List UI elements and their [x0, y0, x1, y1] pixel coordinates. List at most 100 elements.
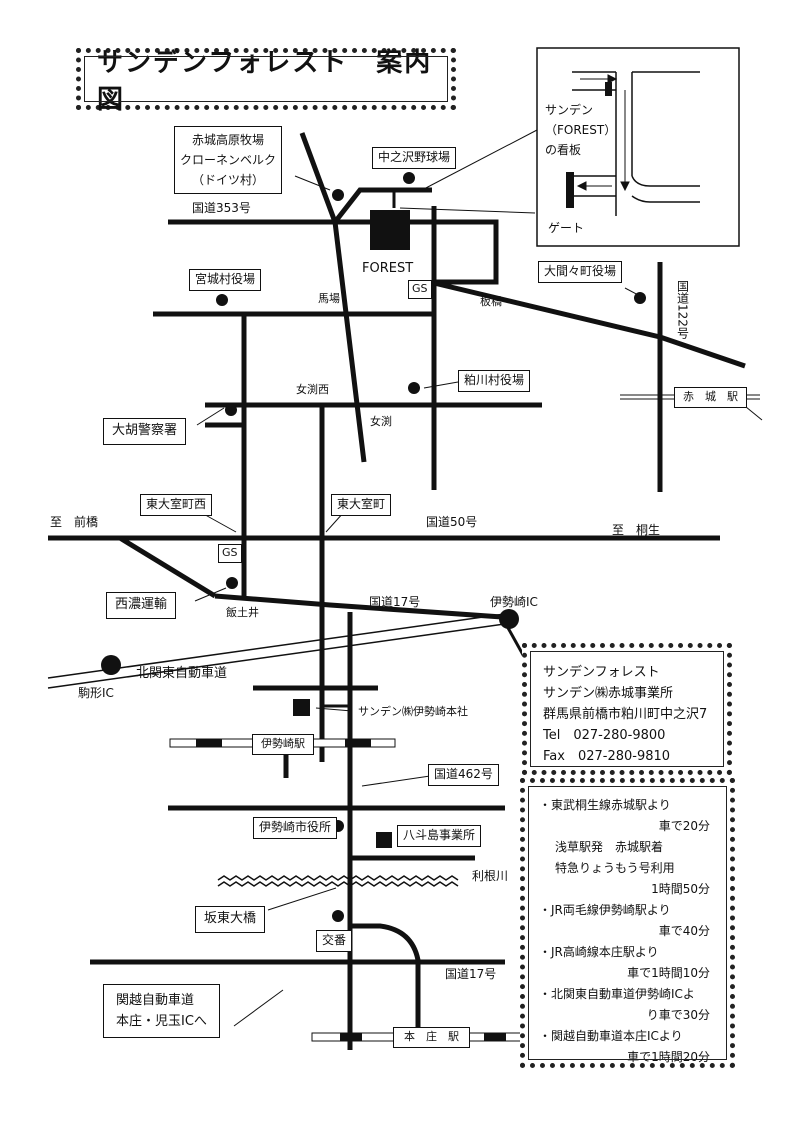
oogo-callout: 大胡警察署	[103, 418, 187, 445]
inset-sign-label: サンデン （FOREST） の看板	[545, 103, 617, 157]
seino-dot	[226, 577, 238, 589]
forest-label: FOREST	[362, 261, 414, 276]
isesaki-ic-label: 伊勢崎IC	[490, 595, 538, 609]
itahashi-label: 板橋	[480, 295, 502, 308]
tonegawa-label: 利根川	[472, 869, 509, 883]
leader-kasukawa	[423, 381, 459, 389]
to-maebashi-label: 至 前橋	[50, 515, 99, 529]
access-line: 車で1時間20分	[627, 1050, 710, 1064]
koban-dot	[332, 910, 344, 922]
contact-name: サンデンフォレスト	[543, 665, 660, 680]
route17-mid-label: 国道17号	[369, 595, 421, 609]
access-line: 車で20分	[658, 819, 710, 833]
road-itahashi	[433, 280, 661, 340]
onabuchi-label: 女渕	[370, 415, 392, 428]
inset-diagram	[536, 47, 740, 247]
access-line: ・JR両毛線伊勢崎駅より	[539, 903, 671, 917]
contact-address: 群馬県前橋市粕川町中之沢7	[543, 707, 708, 722]
nakanosawa-callout: 中之沢野球場	[372, 147, 457, 169]
page-title: サンデンフォレスト 案内図	[97, 48, 433, 115]
road-kitakanto-2	[47, 622, 513, 689]
access-line: 車で40分	[658, 924, 710, 938]
road-seino	[118, 535, 217, 599]
nakanosawa-dot	[403, 172, 415, 184]
contact-tel: Tel 027-280-9800	[543, 728, 666, 743]
miyagi-dot	[216, 294, 228, 306]
access-line: り車で30分	[646, 1008, 710, 1022]
leader-honsha	[315, 707, 353, 712]
road-umaba	[299, 132, 367, 463]
yattajima-marker	[376, 832, 392, 848]
access-line: ・関越自動車道本庄ICより	[539, 1029, 683, 1043]
iidai-label: 飯土井	[226, 606, 259, 619]
oogo-dot	[225, 404, 237, 416]
kitakanto-label: 北関東自動車道	[136, 666, 228, 681]
kasukawa-dot	[408, 382, 420, 394]
route462-callout: 国道462号	[428, 764, 499, 786]
access-line: 特急りょうもう号利用	[555, 861, 675, 875]
road-route17-mid	[214, 593, 503, 620]
leader-bando	[267, 887, 337, 911]
leader-kanetsu	[233, 989, 284, 1027]
to-kiryu-label: 至 桐生	[612, 523, 661, 537]
akagi-station-box: 赤 城 駅	[674, 387, 747, 408]
kanetsu-callout: 関越自動車道 本庄・児玉ICへ	[103, 984, 220, 1038]
isesaki-station-box: 伊勢崎駅	[252, 734, 314, 755]
access-line: ・北関東自動車道伊勢崎ICよ	[539, 987, 695, 1001]
leader-forest-inset	[399, 207, 536, 214]
contact-fax: Fax 027-280-9810	[543, 749, 671, 764]
inset-sign-marker	[605, 82, 612, 96]
route122-text: 国道122号	[675, 280, 690, 339]
kasukawa-callout: 粕川村役場	[458, 370, 531, 392]
inset-gate-label: ゲート	[548, 221, 585, 235]
koban-callout: 交番	[316, 930, 353, 952]
miyagi-callout: 宮城村役場	[189, 269, 262, 291]
inset-gate-marker	[566, 172, 574, 208]
umaba-label: 馬場	[318, 292, 340, 305]
river-tonegawa-2	[217, 881, 459, 887]
leader-forest-inset2	[421, 129, 538, 191]
higashiomuro-callout: 東大室町	[331, 494, 392, 516]
gs-forest-box: GS	[408, 280, 432, 299]
access-line: ・JR高崎線本庄駅より	[539, 945, 659, 959]
bando-callout: 坂東大橋	[195, 906, 266, 933]
map-title-frame: サンデンフォレスト 案内図	[76, 48, 456, 115]
road-forest-access	[333, 187, 432, 224]
gs-higashi-box: GS	[218, 544, 242, 563]
forest-site	[370, 210, 410, 250]
road-kitakanto-1	[47, 612, 513, 679]
route17-south-label: 国道17号	[445, 967, 497, 981]
ooma-callout: 大間々町役場	[538, 261, 623, 283]
higashiomuro-nishi-callout: 東大室町西	[140, 494, 213, 516]
access-info-box: ・東武桐生線赤城駅より 車で20分 浅草駅発 赤城駅着 特急りょうもう号利用 1…	[520, 778, 735, 1068]
sanden-honsha-marker	[293, 699, 310, 716]
kurone-callout: 赤城高原牧場 クローネンベルク （ドイツ村）	[174, 126, 283, 194]
access-line: 1時間50分	[651, 882, 710, 896]
leader-seino	[194, 587, 227, 602]
contact-office: サンデン㈱赤城事業所	[543, 686, 674, 701]
komagata-ic-dot	[101, 655, 121, 675]
river-tonegawa	[217, 875, 459, 881]
isesaki-city-callout: 伊勢崎市役所	[253, 817, 338, 839]
road-forest-loop	[434, 219, 499, 285]
leader-kurone	[294, 175, 331, 191]
route353-label: 国道353号	[192, 201, 251, 215]
access-line: ・東武桐生線赤城駅より	[539, 798, 671, 812]
seino-callout: 西濃運輸	[106, 592, 177, 619]
leader-oogo	[196, 407, 225, 426]
ooma-dot	[634, 292, 646, 304]
onabuchi-nishi-label: 女渕西	[296, 383, 329, 396]
leader-route462	[361, 775, 431, 787]
route122-label: 国道122号	[675, 280, 690, 342]
access-line: 浅草駅発 赤城駅着	[555, 840, 664, 854]
road-ooma	[659, 334, 746, 369]
isesaki-ic-dot	[499, 609, 519, 629]
yattajima-callout: 八斗島事業所	[397, 825, 482, 847]
komagata-ic-label: 駒形IC	[78, 686, 114, 700]
kurone-dot	[332, 189, 344, 201]
sanden-honsha-label: サンデン㈱伊勢崎本社	[358, 705, 468, 718]
access-line: 車で1時間10分	[627, 966, 710, 980]
route50-label: 国道50号	[426, 515, 478, 529]
contact-info-box: サンデンフォレスト サンデン㈱赤城事業所 群馬県前橋市粕川町中之沢7 Tel 0…	[522, 643, 732, 775]
road-koban-curve	[350, 923, 421, 1040]
